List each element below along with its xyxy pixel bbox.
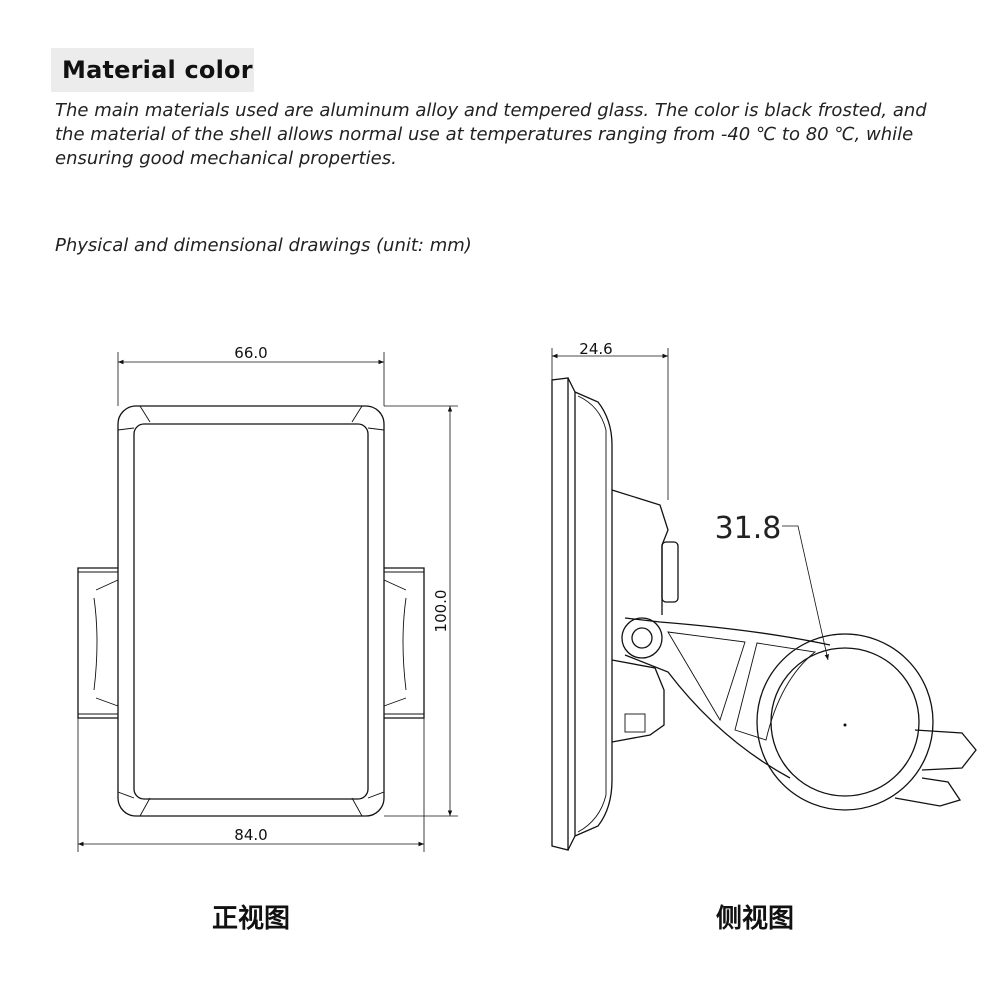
hinge-outer [621, 617, 663, 659]
dim-width-top: 66.0 [234, 344, 267, 362]
heading-background [51, 48, 254, 92]
dim-depth: 24.6 [579, 340, 612, 358]
hinge-inner [631, 627, 653, 649]
material-description: The main materials used are aluminum all… [55, 100, 927, 169]
technical-drawing: 66.0 100.0 84.0 [77, 340, 977, 852]
clamp-ring-inner [770, 647, 920, 797]
screen [133, 423, 369, 800]
side-view-label: 侧视图 [716, 904, 795, 934]
front-view-drawing: 66.0 100.0 84.0 [77, 344, 458, 852]
clamp-tab [894, 729, 977, 807]
housing-body [574, 391, 613, 837]
clamp-ring-outer [756, 633, 934, 811]
dim-height: 100.0 [432, 590, 450, 633]
dim-clamp-diameter: 31.8 [715, 511, 782, 546]
front-view-label: 正视图 [212, 904, 291, 934]
bezel-profile [551, 377, 569, 851]
section-title: Material color [62, 56, 253, 84]
dim-width-bottom: 84.0 [234, 826, 267, 844]
left-mount-ear [77, 567, 118, 719]
rear-housing [611, 489, 669, 743]
right-mount-ear [384, 567, 425, 719]
outer-housing [117, 405, 385, 817]
side-view-drawing: 24.6 31.8 [551, 340, 977, 851]
rear-button [661, 541, 679, 603]
drawings-caption: Physical and dimensional drawings (unit:… [55, 235, 472, 256]
